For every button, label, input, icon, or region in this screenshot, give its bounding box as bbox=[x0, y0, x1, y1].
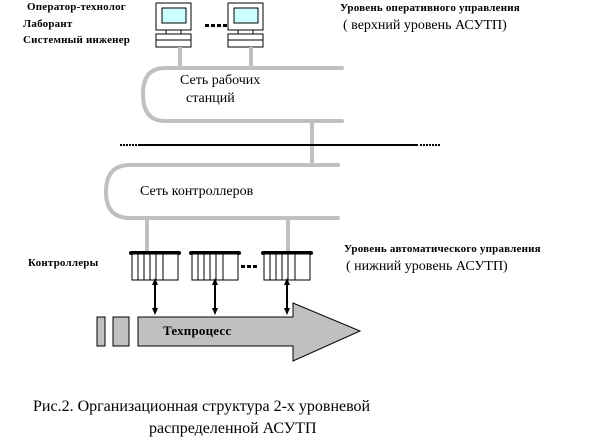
upper-level-title: Уровень оперативного управления bbox=[340, 2, 520, 14]
controller-3 bbox=[261, 251, 313, 281]
io-arrow-2 bbox=[212, 278, 218, 315]
caption-line-2: распределенной АСУТП bbox=[149, 420, 317, 437]
workstation-network-label-1: Сеть рабочих bbox=[180, 73, 261, 88]
monitor-screen-1 bbox=[161, 7, 187, 24]
controller-2 bbox=[189, 251, 241, 281]
workstation-network-label-2: станций bbox=[186, 91, 235, 106]
role-operator: Оператор-технолог bbox=[27, 1, 126, 13]
lower-level-subtitle: ( нижний уровень АСУТП) bbox=[346, 259, 508, 274]
workstation-1 bbox=[155, 2, 192, 48]
role-system-engineer: Системный инженер bbox=[23, 34, 131, 46]
lower-level-title: Уровень автоматического управления bbox=[344, 243, 541, 255]
controller-network-loop bbox=[103, 163, 340, 220]
controllers-label: Контроллеры bbox=[28, 257, 99, 269]
io-arrow-3 bbox=[284, 278, 290, 315]
ellipsis-dots-controllers bbox=[241, 265, 257, 268]
caption-line-1: Рис.2. Организационная структура 2-х уро… bbox=[33, 398, 371, 415]
monitor-screen-2 bbox=[233, 7, 259, 24]
process-label: Техпроцесс bbox=[163, 323, 232, 338]
upper-level-subtitle: ( верхний уровень АСУТП) bbox=[343, 18, 507, 33]
ellipsis-dots-workstations bbox=[205, 24, 227, 27]
controller-1 bbox=[129, 251, 181, 281]
role-lab-assistant: Лаборант bbox=[23, 18, 73, 30]
workstation-2 bbox=[227, 2, 264, 48]
io-arrow-1 bbox=[152, 278, 158, 315]
workstation-network-loop bbox=[140, 66, 344, 123]
controller-network-label: Сеть контроллеров bbox=[140, 184, 254, 199]
process-arrow bbox=[96, 302, 362, 362]
